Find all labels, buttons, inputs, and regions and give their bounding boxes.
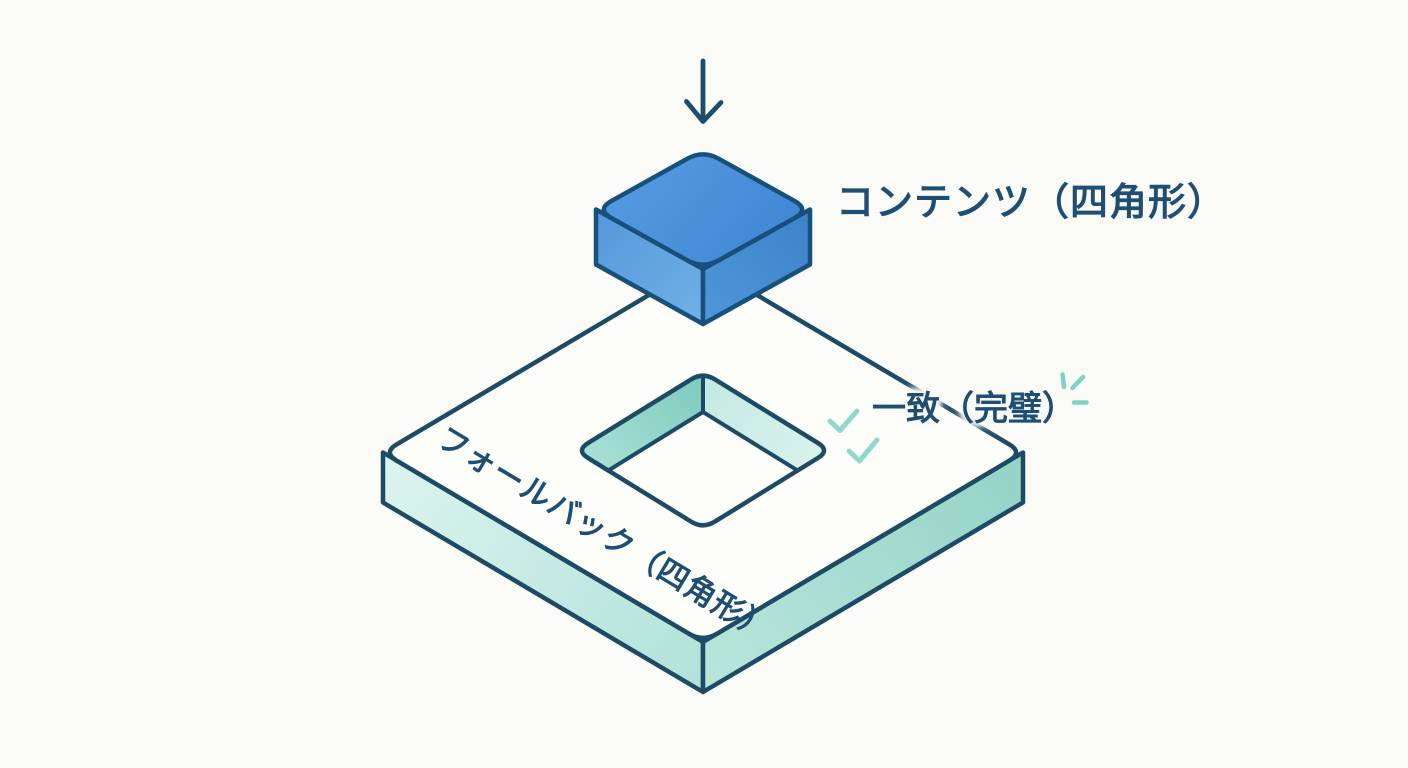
sparkle-icon <box>1060 372 1089 405</box>
fallback-platform <box>380 264 1026 695</box>
content-cube <box>593 152 813 327</box>
match-label: 一致（完璧） <box>872 389 1076 429</box>
down-arrow-icon <box>684 58 724 124</box>
hole-opening-outline <box>579 373 827 528</box>
content-label: コンテンツ（四角形） <box>836 180 1227 224</box>
platform-hole <box>579 373 827 528</box>
check-icon <box>846 437 880 464</box>
cube-top-face <box>601 152 805 267</box>
check-icon <box>827 408 860 433</box>
